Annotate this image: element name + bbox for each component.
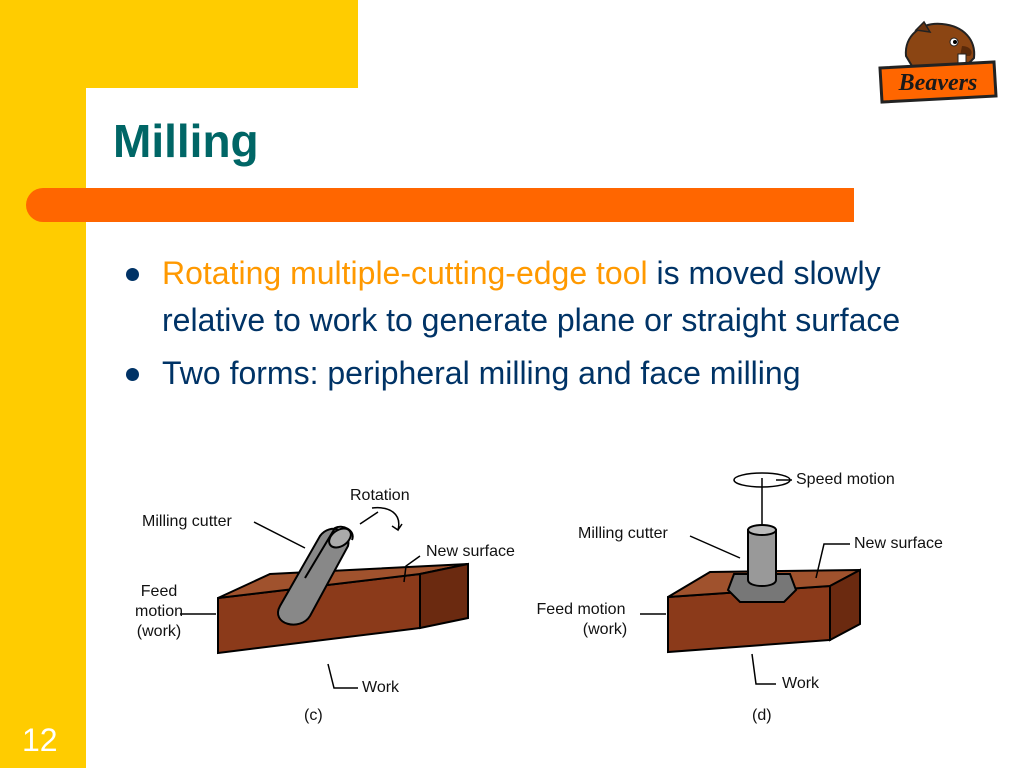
bullet-dot-icon <box>126 368 139 381</box>
work-label: Work <box>782 675 820 692</box>
figure-caption: (d) <box>752 707 772 724</box>
bullet-text: is moved slowly relative to work to gene… <box>162 255 901 338</box>
bullet-text: Two forms: peripheral milling and face m… <box>162 355 801 391</box>
figure-caption: (c) <box>304 707 323 724</box>
beavers-logo: Beavers <box>876 16 1000 108</box>
frame-left-strip <box>0 0 86 768</box>
bullet-dot-icon <box>126 268 139 281</box>
peripheral-milling-drawing <box>180 506 469 689</box>
bullet-item: Rotating multiple-cutting-edge tool is m… <box>120 250 980 344</box>
title-underline-bar <box>26 188 854 222</box>
feed-label-line2: motion <box>134 603 184 620</box>
new-surface-label: New surface <box>854 535 943 552</box>
feed-label-line2: (work) <box>582 621 628 638</box>
page-number: 12 <box>22 722 58 758</box>
bullet-list: Rotating multiple-cutting-edge tool is m… <box>120 250 980 403</box>
logo-lettering: Beavers <box>898 70 978 96</box>
milling-cutter-label: Milling cutter <box>578 525 668 542</box>
feed-label-line1: Feed <box>140 583 178 600</box>
slide-title: Milling <box>113 115 259 167</box>
new-surface-label: New surface <box>426 543 515 560</box>
feed-label-line3: (work) <box>136 623 182 640</box>
feed-label-line1: Feed motion <box>536 601 626 618</box>
milling-cutter-label: Milling cutter <box>142 513 232 530</box>
rotation-label: Rotation <box>350 487 410 504</box>
work-label: Work <box>362 679 400 696</box>
speed-motion-label: Speed motion <box>796 471 895 488</box>
bullet-item: Two forms: peripheral milling and face m… <box>120 350 980 397</box>
figure-face-milling: Speed motion Milling cutter New surface … <box>520 462 980 732</box>
frame-top-strip <box>0 0 358 88</box>
face-milling-drawing <box>640 472 861 685</box>
bullet-highlight: Rotating multiple-cutting-edge tool <box>162 255 648 291</box>
figure-peripheral-milling: Rotation Milling cutter New surface Feed… <box>120 478 540 728</box>
